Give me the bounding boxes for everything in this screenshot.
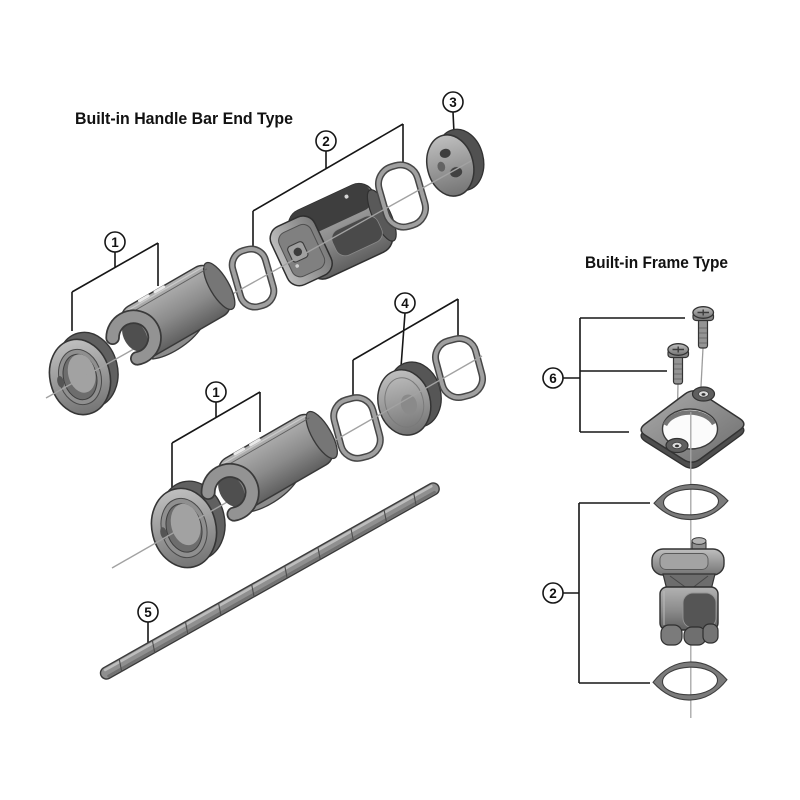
callout-leader-lines — [71, 111, 685, 684]
callout-1-bottom: 1 — [205, 381, 227, 403]
callout-2-frame-number: 2 — [549, 586, 557, 601]
leader-plug-set — [352, 298, 459, 400]
frame-title: Built-in Frame Type — [585, 254, 728, 272]
cover-sleeve-top — [105, 261, 236, 366]
stopper-ring-bottom — [150, 480, 226, 569]
handlebar-title: Built-in Handle Bar End Type — [75, 110, 293, 128]
gasket-bottom — [652, 661, 728, 701]
callout-balloons: 1 2 3 1 4 5 6 2 — [104, 91, 564, 623]
o-ring-plug-left — [330, 394, 384, 462]
phillips-icon — [672, 346, 684, 353]
callout-2-frame: 2 — [542, 582, 564, 604]
leader-frame-junction-set — [563, 502, 650, 684]
leader-fixing-set — [563, 317, 685, 433]
callout-2-top-number: 2 — [322, 134, 330, 149]
mounting-plate — [640, 386, 745, 469]
callout-3-number: 3 — [449, 95, 457, 110]
callout-5: 5 — [137, 601, 159, 623]
phillips-icon — [697, 309, 709, 316]
gasket-top — [653, 483, 729, 521]
leader-cover-set-top — [71, 242, 159, 331]
spacer-rod — [99, 482, 440, 680]
o-ring-plug-right — [432, 335, 486, 401]
cover-sleeve-bottom — [200, 410, 338, 522]
callout-1-top: 1 — [104, 231, 126, 253]
callout-2-top: 2 — [315, 130, 337, 152]
stopper-ring-top — [48, 331, 119, 416]
o-ring-junction-left — [228, 245, 278, 311]
fixing-screw-a — [692, 306, 715, 397]
callout-4-number: 4 — [401, 296, 409, 311]
axis-line-top — [45, 160, 472, 399]
callout-6-number: 6 — [549, 371, 557, 386]
end-cap-part — [426, 128, 485, 197]
leader-junction-set — [252, 123, 404, 249]
junction-unit-frame — [651, 537, 725, 646]
callout-1-bottom-number: 1 — [212, 385, 220, 400]
callout-1-top-number: 1 — [111, 235, 119, 250]
callout-5-number: 5 — [144, 605, 152, 620]
callout-3: 3 — [442, 91, 464, 113]
junction-unit-handlebar — [269, 182, 397, 287]
callout-4: 4 — [394, 292, 416, 314]
o-ring-junction-right — [374, 161, 430, 231]
leader-cover-set-bottom — [171, 391, 261, 489]
callout-6: 6 — [542, 367, 564, 389]
